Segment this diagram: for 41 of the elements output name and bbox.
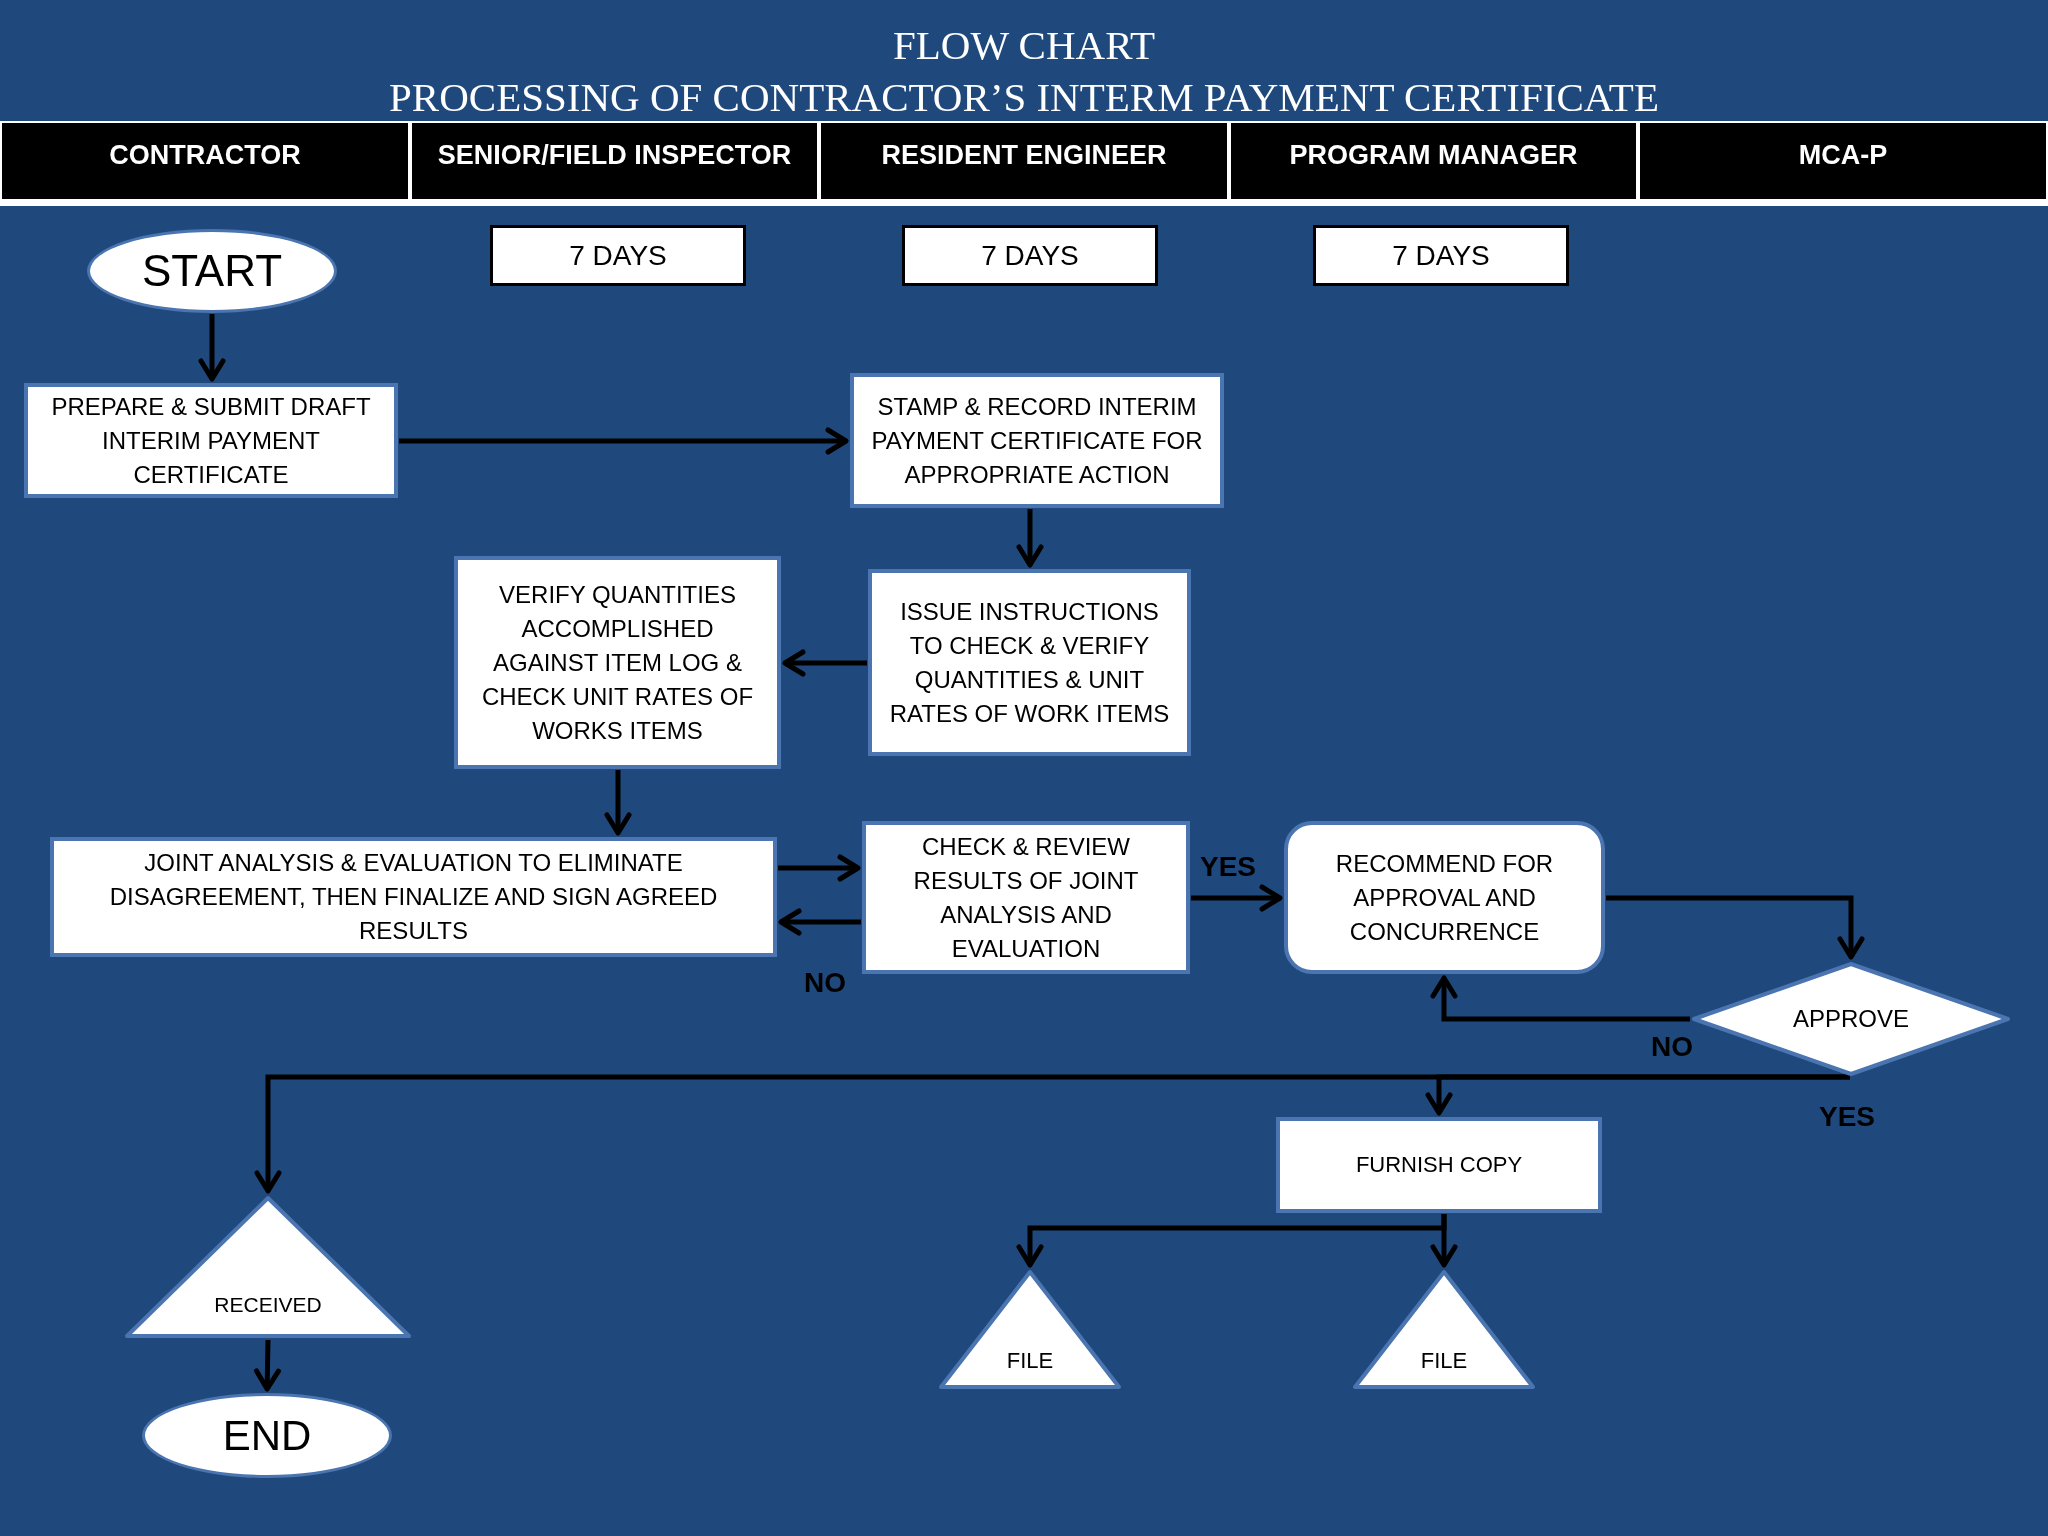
edge-label: NO (804, 967, 846, 999)
process-box: VERIFY QUANTITIES ACCOMPLISHED AGAINST ITEM LOG & CHECK UNIT RATES OF WORKS ITEMS (454, 556, 781, 769)
arrow (778, 908, 861, 936)
process-box: JOINT ANALYSIS & EVALUATION TO ELIMINATE DISAGREEMENT, THEN FINALIZE AND SIGN AGREED RESULTS (50, 837, 777, 957)
lane-header: SENIOR/FIELD INSPECTOR (410, 121, 819, 206)
decision-diamond: APPROVE (1691, 961, 2011, 1077)
duration-box: 7 DAYS (1313, 225, 1569, 286)
arrow (1606, 895, 1865, 960)
arrow (1430, 1214, 1458, 1268)
arrow (1016, 509, 1044, 568)
duration-box: 7 DAYS (902, 225, 1158, 286)
triangle-node: FILE (938, 1269, 1122, 1390)
lane-header: MCA-P (1638, 121, 2048, 206)
process-box: PREPARE & SUBMIT DRAFT INTERIM PAYMENT CERTIFICATE (24, 383, 398, 498)
arrow (604, 770, 632, 836)
duration-box: 7 DAYS (490, 225, 746, 286)
edge-label: YES (1200, 851, 1256, 883)
lane-header: RESIDENT ENGINEER (819, 121, 1229, 206)
process-box: FURNISH COPY (1276, 1117, 1602, 1213)
arrow (198, 314, 226, 382)
arrow (1430, 975, 1690, 1022)
terminal-oval: END (142, 1393, 392, 1478)
lane-header: PROGRAM MANAGER (1229, 121, 1638, 206)
triangle-node: RECEIVED (124, 1195, 412, 1339)
triangle-node: FILE (1352, 1269, 1536, 1390)
chart-title: FLOW CHART (892, 22, 1156, 68)
edge-label: NO (1651, 1031, 1693, 1063)
process-box: CHECK & REVIEW RESULTS OF JOINT ANALYSIS AND EVALUATION (862, 821, 1190, 974)
terminal-oval: START (87, 229, 337, 313)
arrow (1425, 1074, 1850, 1116)
arrow (1191, 884, 1283, 912)
rounded-process-box: RECOMMEND FOR APPROVAL AND CONCURRENCE (1284, 821, 1605, 974)
process-box: STAMP & RECORD INTERIM PAYMENT CERTIFICATE FOR APPROPRIATE ACTION (850, 373, 1224, 508)
arrow (778, 854, 861, 882)
chart-subtitle: PROCESSING OF CONTRACTOR’S INTERM PAYMENT CERTIFICATE (389, 74, 1659, 120)
arrow (399, 427, 849, 455)
process-box: ISSUE INSTRUCTIONS TO CHECK & VERIFY QUANTITIES & UNIT RATES OF WORK ITEMS (868, 569, 1191, 756)
arrow (782, 649, 867, 677)
edge-label: YES (1819, 1101, 1875, 1133)
lane-header: CONTRACTOR (0, 121, 410, 206)
arrow (253, 1339, 281, 1392)
